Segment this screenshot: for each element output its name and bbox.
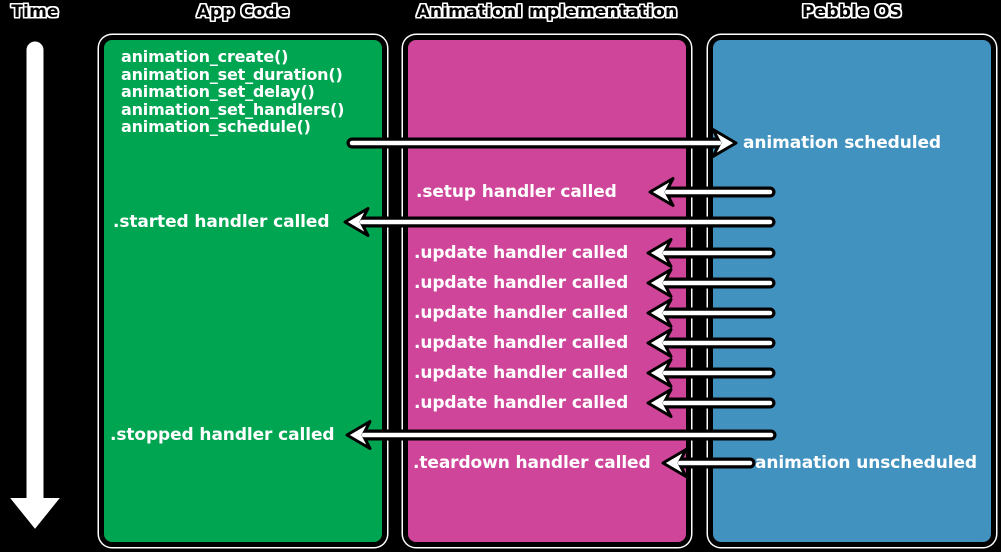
setup-handler-label: .setup handler called — [416, 182, 617, 202]
api-call-set-delay: animation_set_delay() — [121, 82, 315, 102]
update-handler-label: .update handler called — [414, 333, 629, 353]
arrow-update-handler-called-4 — [646, 328, 776, 358]
animation-implementation-column-header: AnimationI mplementation — [416, 2, 678, 22]
arrow-teardown-handler-called — [661, 448, 756, 478]
arrow-started-handler-called — [343, 207, 776, 237]
arrow-update-handler-called-1 — [646, 238, 776, 268]
arrow-setup-handler-called — [648, 177, 776, 207]
animation-unscheduled-label: animation unscheduled — [755, 453, 977, 473]
arrow-update-handler-called-6 — [646, 388, 776, 418]
update-handler-label: .update handler called — [414, 273, 629, 293]
time-column-header: Time — [11, 2, 59, 22]
app-code-column-header: App Code — [196, 2, 290, 22]
arrow-update-handler-called-5 — [646, 358, 776, 388]
time-axis-arrow — [4, 36, 66, 534]
update-handler-label: .update handler called — [414, 243, 629, 263]
api-call-create: animation_create() — [121, 47, 289, 66]
animation-implementation-box — [403, 35, 691, 547]
teardown-handler-label: .teardown handler called — [413, 453, 651, 473]
api-call-list: animation_create() animation_set_duratio… — [121, 48, 344, 136]
pebble-os-column-header: Pebble OS — [801, 2, 903, 22]
animation-scheduled-label: animation scheduled — [743, 133, 941, 153]
update-handler-label: .update handler called — [414, 363, 629, 383]
started-handler-label: .started handler called — [113, 212, 330, 232]
stopped-handler-label: .stopped handler called — [110, 425, 335, 445]
update-handler-label: .update handler called — [414, 393, 629, 413]
arrow-update-handler-called-2 — [646, 268, 776, 298]
pebble-os-box — [708, 35, 996, 547]
api-call-set-handlers: animation_set_handlers() — [121, 99, 345, 119]
update-handler-label: .update handler called — [414, 303, 629, 323]
arrow-update-handler-called-3 — [646, 298, 776, 328]
api-call-set-duration: animation_set_duration() — [121, 64, 343, 84]
arrow-stopped-handler-called — [345, 420, 777, 450]
api-call-schedule: animation_schedule() — [121, 117, 311, 137]
app-code-box — [99, 35, 387, 547]
arrow-animation-schedule-to-scheduled — [346, 128, 738, 158]
